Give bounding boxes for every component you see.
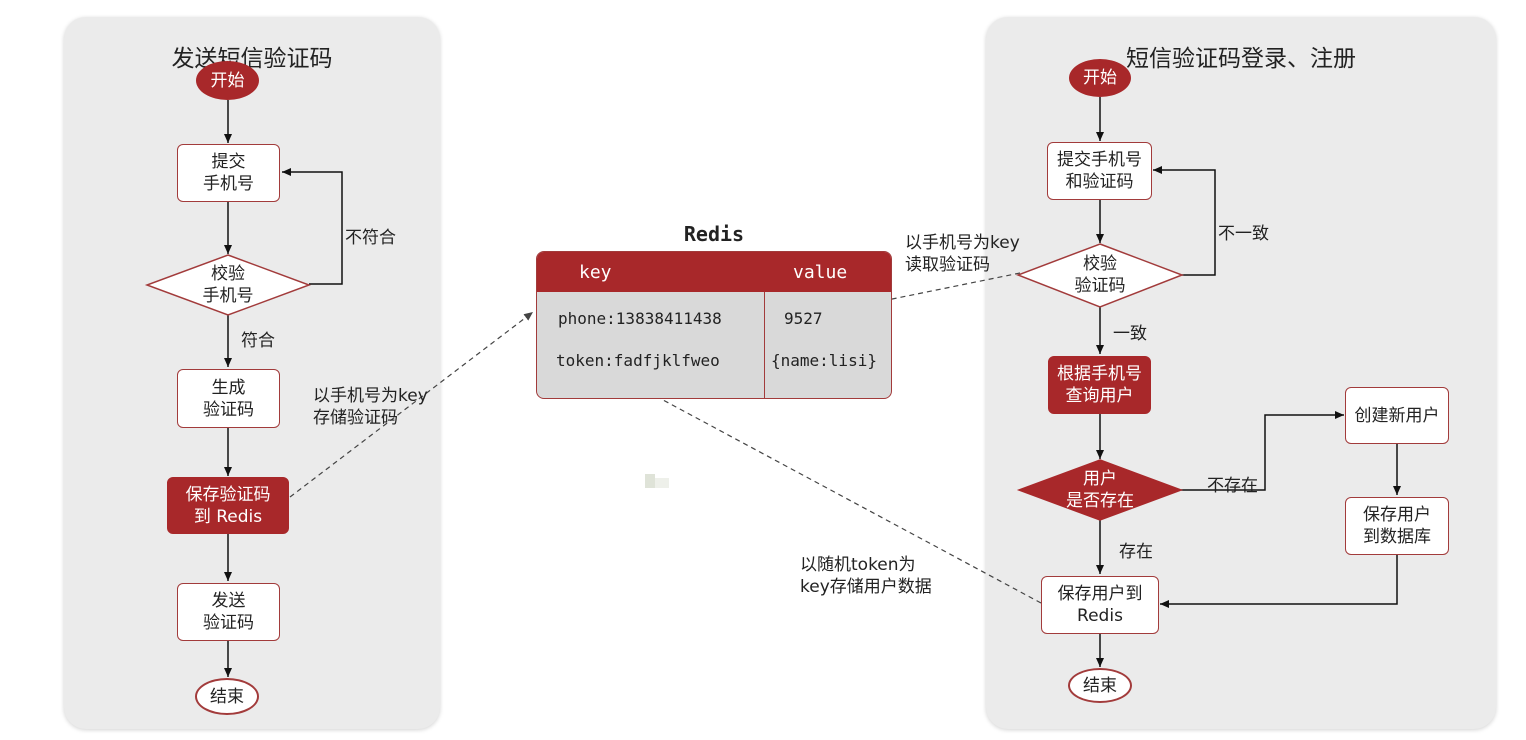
left-start-label: 开始	[210, 70, 245, 91]
query-user-line1: 根据手机号	[1057, 364, 1142, 384]
faint-placeholder-icon	[645, 474, 669, 488]
save-code-node: 保存验证码 到 Redis	[167, 477, 289, 534]
redis-title: Redis	[683, 222, 745, 246]
store-user-line1: 以随机token为	[800, 555, 916, 575]
user-exists-label: 用户 是否存在	[1045, 464, 1155, 516]
redis-row-2-key: token:fadfjklfweo	[556, 351, 720, 370]
store-code-annotation: 以手机号为key 存储验证码	[313, 385, 428, 429]
left-start-node: 开始	[196, 61, 259, 100]
save-redis-node: 保存用户到 Redis	[1041, 576, 1159, 634]
user-exists-line1: 用户	[1083, 469, 1117, 489]
read-code-line1: 以手机号为key	[905, 233, 1020, 253]
save-redis-line1: 保存用户到	[1057, 584, 1143, 604]
save-db-node: 保存用户 到数据库	[1345, 497, 1449, 555]
create-user-node: 创建新用户	[1345, 387, 1449, 444]
left-end-node: 结束	[195, 678, 259, 715]
save-redis-line2: Redis	[1077, 606, 1123, 626]
dashed-store-code	[289, 311, 534, 498]
generate-code-line2: 验证码	[203, 399, 254, 420]
match-label: 符合	[241, 331, 275, 351]
redis-row-1-key: phone:13838411438	[558, 309, 722, 328]
edge-r-notexists-create	[1181, 411, 1344, 491]
dashed-store-user	[636, 385, 1042, 604]
not-exists-label: 不存在	[1207, 476, 1258, 496]
verify-phone-label: 校验 手机号	[167, 259, 289, 311]
read-code-annotation: 以手机号为key 读取验证码	[905, 232, 1020, 276]
submit-phone-line1: 提交	[211, 152, 246, 172]
right-panel-title: 短信验证码登录、注册	[1126, 46, 1356, 72]
query-user-line2: 查询用户	[1065, 386, 1134, 406]
edge-r-verify-inconsistent	[1153, 166, 1216, 276]
send-code-line1: 发送	[211, 591, 246, 611]
consistent-label: 一致	[1113, 324, 1147, 344]
store-user-line2: key存储用户数据	[800, 577, 932, 597]
submit-phone-code-line2: 和验证码	[1065, 172, 1134, 192]
redis-row-1-value: 9527	[784, 309, 823, 328]
submit-phone-line2: 手机号	[203, 174, 254, 194]
redis-column-divider	[764, 292, 765, 398]
verify-phone-line1: 校验	[211, 264, 245, 284]
redis-table-header: key value	[537, 252, 891, 292]
create-user-label: 创建新用户	[1354, 405, 1440, 426]
save-db-line1: 保存用户	[1363, 505, 1431, 525]
verify-code-label: 校验 验证码	[1040, 249, 1160, 301]
query-user-node: 根据手机号 查询用户	[1048, 356, 1151, 414]
verify-code-line2: 验证码	[1074, 276, 1126, 296]
redis-table: key value phone:13838411438 9527 token:f…	[536, 251, 892, 399]
save-db-line2: 到数据库	[1363, 527, 1431, 547]
generate-code-node: 生成 验证码	[177, 369, 280, 428]
right-start-label: 开始	[1083, 68, 1117, 88]
verify-phone-line2: 手机号	[202, 286, 254, 306]
submit-phone-node: 提交 手机号	[177, 144, 280, 202]
save-code-line1: 保存验证码	[185, 484, 271, 505]
edge-verify-mismatch	[282, 168, 343, 285]
verify-code-line1: 校验	[1083, 254, 1117, 274]
send-code-line2: 验证码	[203, 613, 254, 633]
submit-phone-code-node: 提交手机号 和验证码	[1047, 142, 1152, 200]
user-exists-line2: 是否存在	[1066, 491, 1134, 511]
verify-code-diamond	[1015, 243, 1185, 308]
mismatch-label: 不符合	[345, 228, 396, 248]
generate-code-line1: 生成	[211, 377, 246, 398]
save-code-line2: 到 Redis	[193, 506, 263, 527]
store-code-line1: 以手机号为key	[313, 386, 428, 406]
right-start-node: 开始	[1069, 59, 1131, 97]
edge-r-savedb-saveredis	[1160, 555, 1398, 608]
store-user-annotation: 以随机token为 key存储用户数据	[800, 554, 932, 598]
right-end-node: 结束	[1068, 668, 1132, 703]
verify-phone-diamond	[144, 254, 312, 316]
user-exists-diamond	[1016, 459, 1184, 521]
send-code-node: 发送 验证码	[177, 583, 280, 641]
redis-value-header: value	[793, 262, 848, 283]
inconsistent-label: 不一致	[1218, 224, 1269, 244]
store-code-line2: 存储验证码	[313, 408, 398, 428]
submit-phone-code-line1: 提交手机号	[1057, 150, 1142, 170]
left-end-label: 结束	[210, 686, 244, 707]
redis-key-header: key	[579, 262, 612, 283]
redis-row-2-value: {name:lisi}	[771, 351, 877, 370]
read-code-line2: 读取验证码	[905, 255, 990, 275]
exists-label: 存在	[1119, 542, 1153, 562]
right-end-label: 结束	[1083, 675, 1117, 696]
